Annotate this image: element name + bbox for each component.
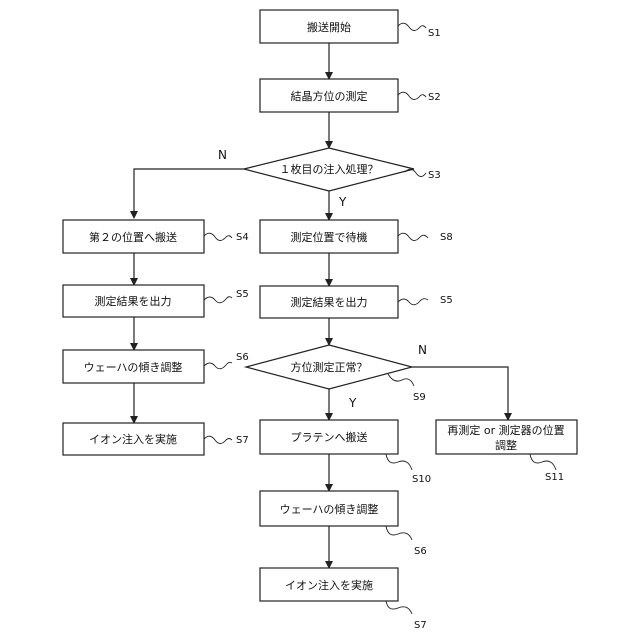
node-measure-label: 結晶方位の測定 — [291, 89, 368, 103]
step-leader — [204, 362, 232, 368]
node-measure-step: S2 — [428, 92, 441, 103]
node-left-output: 測定結果を出力 S5 — [63, 285, 249, 317]
step-leader — [530, 454, 556, 470]
node-left-tilt-label: ウェーハの傾き調整 — [84, 360, 183, 374]
arrow-first-no-to-left — [134, 169, 244, 218]
node-right-implant: イオン注入を実施 S7 — [260, 568, 427, 631]
step-leader — [386, 526, 412, 540]
step-leader — [204, 297, 232, 303]
node-right-implant-label: イオン注入を実施 — [285, 578, 373, 592]
node-check-decision: 方位測定正常？ S9 N Y — [246, 343, 427, 410]
step-leader — [398, 233, 428, 240]
node-right-output-step: S5 — [440, 295, 453, 306]
branch-first-no-label: N — [218, 148, 227, 162]
node-left-move-step: S4 — [236, 232, 249, 243]
node-left-move-label: 第２の位置へ搬送 — [89, 230, 177, 244]
node-platen-step: S10 — [412, 474, 431, 485]
node-remeasure-step: S11 — [545, 472, 564, 483]
step-leader — [386, 454, 412, 470]
node-left-move: 第２の位置へ搬送 S4 — [63, 220, 249, 253]
step-leader — [204, 436, 232, 443]
node-left-output-step: S5 — [236, 289, 249, 300]
node-start-step: S1 — [428, 28, 441, 39]
branch-check-no-label: N — [418, 343, 427, 357]
node-remeasure: 再測定 or 測定器の位置 調整 S11 — [436, 420, 577, 483]
node-left-implant-label: イオン注入を実施 — [89, 432, 177, 446]
node-start: 搬送開始 S1 — [260, 10, 441, 43]
node-platen: プラテンへ搬送 S10 — [260, 420, 431, 485]
step-leader — [398, 299, 428, 305]
node-first-step: S3 — [428, 170, 441, 181]
step-leader — [398, 92, 426, 99]
node-first-label: １枚目の注入処理？ — [280, 162, 379, 176]
node-left-implant: イオン注入を実施 S7 — [63, 423, 249, 455]
node-start-label: 搬送開始 — [307, 20, 351, 34]
node-left-implant-step: S7 — [236, 435, 249, 446]
node-remeasure-label-line1: 再測定 or 測定器の位置 — [447, 423, 564, 437]
node-right-tilt: ウェーハの傾き調整 S6 — [260, 491, 427, 557]
node-left-tilt-step: S6 — [236, 352, 249, 363]
step-leader — [204, 233, 232, 240]
step-leader — [388, 374, 414, 386]
node-right-tilt-step: S6 — [414, 546, 427, 557]
node-remeasure-label-line2: 調整 — [495, 438, 517, 452]
node-wait-step: S8 — [440, 232, 453, 243]
node-wait: 測定位置で待機 S8 — [260, 220, 453, 253]
node-check-label: 方位測定正常？ — [291, 360, 368, 374]
branch-first-yes-label: Y — [338, 195, 347, 209]
node-right-output-label: 測定結果を出力 — [291, 295, 368, 309]
node-measure: 結晶方位の測定 S2 — [260, 79, 441, 112]
node-left-output-label: 測定結果を出力 — [95, 294, 172, 308]
branch-check-yes-label: Y — [348, 396, 357, 410]
node-wait-label: 測定位置で待機 — [291, 230, 368, 244]
step-leader — [398, 23, 426, 30]
arrow-check-no-to-remeasure — [412, 367, 508, 420]
node-right-implant-step: S7 — [414, 620, 427, 631]
node-right-tilt-label: ウェーハの傾き調整 — [280, 502, 379, 516]
node-check-step: S9 — [413, 392, 426, 403]
node-left-tilt: ウェーハの傾き調整 S6 — [63, 350, 249, 383]
step-leader — [386, 601, 412, 614]
node-right-output: 測定結果を出力 S5 — [260, 286, 453, 318]
node-platen-label: プラテンへ搬送 — [291, 430, 368, 444]
